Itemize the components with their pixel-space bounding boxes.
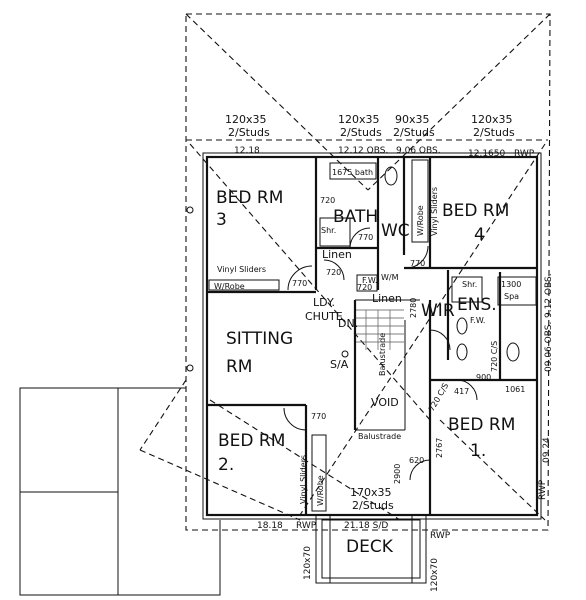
dim-2767: 2767: [435, 438, 444, 458]
stud-size-3: 90x35: [395, 113, 430, 126]
dim-417: 417: [454, 387, 469, 396]
dim-770-bed4: 770: [410, 259, 425, 268]
sitting-label: SITTING: [226, 329, 293, 349]
rwp-right: RWP: [538, 479, 548, 500]
dim-620: 620: [409, 456, 424, 465]
spa-size-label: 1300: [501, 280, 521, 289]
sa-label: S/A: [330, 358, 349, 371]
door-swings: [283, 227, 478, 481]
wir-label: WIR: [421, 301, 455, 321]
dim-770-bed2: 770: [311, 412, 326, 421]
dim-2900: 2900: [393, 464, 402, 484]
deck-post-right: 120x70: [430, 558, 440, 592]
bed2-label: BED RM: [218, 431, 285, 451]
bed1-label: BED RM: [448, 415, 515, 435]
deck-post-left: 120x70: [303, 546, 313, 580]
dim-2780: 2780: [409, 298, 418, 318]
bath-size-label: 1675 bath: [332, 168, 373, 177]
bed4-label: BED RM: [442, 201, 509, 221]
wardrobes: [208, 159, 429, 512]
length-right-upper: 9.12 OBS.: [544, 273, 554, 318]
rwp-bottom-right: RWP: [430, 531, 451, 541]
stud-note-1: 2/Studs: [228, 126, 270, 139]
wc-label: WC: [381, 221, 410, 241]
stud-note-3: 2/Studs: [393, 126, 435, 139]
length-right-mid: 09.06 OBS.: [544, 322, 554, 372]
bed3-wrobe-label: W/Robe: [214, 282, 245, 291]
hall-fw-label: F.W.: [362, 276, 377, 285]
deck-structure: [315, 514, 427, 584]
bed2-vinyl-label: Vinyl Sliders: [299, 455, 308, 504]
dim-720-bath: 720: [320, 196, 335, 205]
length-bottom-left: 18.18: [257, 521, 283, 531]
bed2-number: 2.: [218, 455, 234, 475]
deck-stud-size: 170x35: [350, 486, 392, 499]
internal-walls: [207, 157, 537, 515]
rwp-top: RWP: [514, 149, 535, 159]
bed4-wrobe-label: W/Robe: [416, 205, 425, 236]
length-bottom-mid: 21.18 S/D: [344, 521, 388, 531]
ens-fw-label: F.W.: [470, 316, 485, 325]
bed4-number: 4: [474, 225, 485, 245]
dim-720-hall: 720: [326, 268, 341, 277]
bed3-label: BED RM: [216, 188, 283, 208]
sitting-rm-label: RM: [226, 357, 252, 377]
deck-label: DECK: [346, 537, 394, 557]
dim-720-ldy: 720: [357, 283, 372, 292]
bed2-wrobe-label: W/Robe: [316, 475, 325, 506]
bath-shower-label: Shr.: [321, 226, 336, 235]
stair-balustrade-label: Balustrade: [378, 333, 387, 376]
dim-770-bath: 770: [358, 233, 373, 242]
bath-label: BATH: [333, 207, 378, 227]
stud-size-1: 120x35: [225, 113, 267, 126]
length-top-mid: 12.12 OBS.: [338, 146, 388, 156]
stud-note-2: 2/Studs: [340, 126, 382, 139]
stud-size-4: 120x35: [471, 113, 513, 126]
deck-stud-note: 2/Studs: [352, 499, 394, 512]
bed1-number: 1.: [470, 441, 486, 461]
stud-note-4: 2/Studs: [473, 126, 515, 139]
length-top-right: 12.1650: [468, 149, 505, 159]
ens-shower-label: Shr.: [462, 280, 477, 289]
ens-label: ENS.: [457, 295, 497, 315]
bed4-vinyl-label: Vinyl Sliders: [430, 187, 439, 236]
length-top-left: 12.18: [234, 146, 260, 156]
length-top-mid2: 9.06 OBS.: [396, 146, 441, 156]
bed3-vinyl-label: Vinyl Sliders: [217, 265, 266, 274]
linen-upper-label: Linen: [322, 248, 352, 261]
dim-1061: 1061: [505, 385, 525, 394]
length-right-lower: 09.24: [542, 437, 552, 463]
void-label: VOID: [371, 396, 399, 409]
dn-label: DN.: [338, 317, 358, 330]
dim-900: 900: [476, 373, 491, 382]
lower-floor-outline: [19, 387, 221, 596]
bathroom-fixtures: [186, 162, 537, 372]
rwp-bottom-left: RWP: [296, 521, 317, 531]
stud-size-2: 120x35: [338, 113, 380, 126]
stairs: [356, 309, 404, 350]
void-balustrade-label: Balustrade: [358, 432, 401, 441]
bed3-number: 3: [216, 210, 227, 230]
ldy-label: LDY.: [313, 296, 335, 309]
roof-outline: [139, 13, 551, 531]
spa-label: Spa: [504, 292, 519, 301]
wm-label: W/M: [381, 273, 399, 282]
chute-label: CHUTE: [305, 310, 343, 323]
linen-lower-label: Linen: [372, 292, 402, 305]
dim-770-bed3: 770: [292, 279, 307, 288]
ens-cs-label: 720 C/S: [490, 341, 499, 372]
